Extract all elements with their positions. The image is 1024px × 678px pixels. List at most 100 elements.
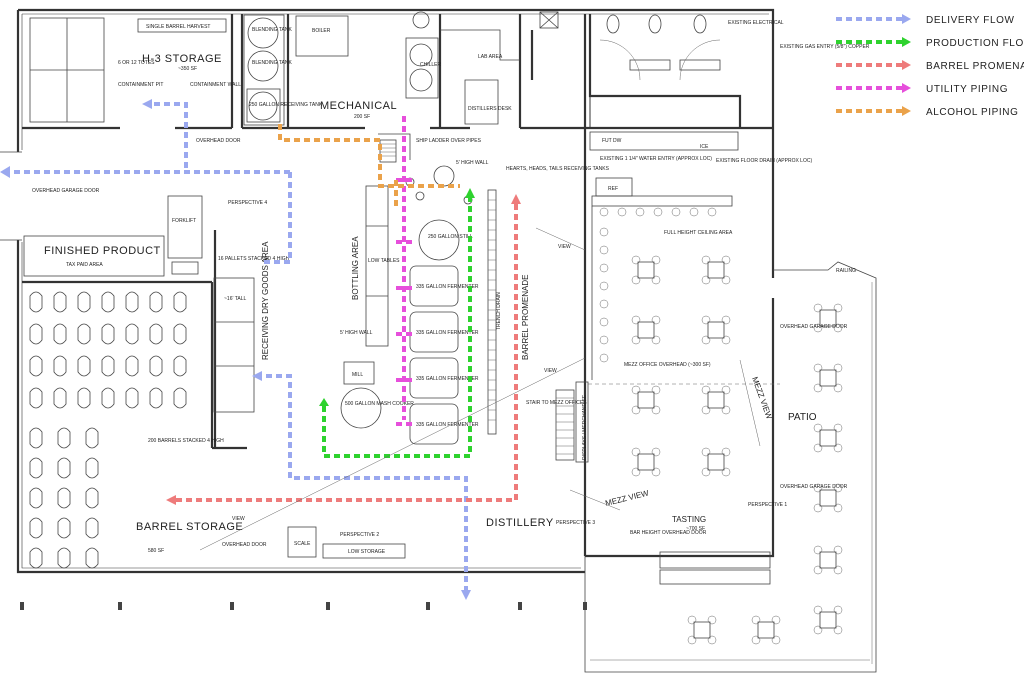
barrel-storage-label: BARREL STORAGE [136, 521, 243, 533]
column-mark [583, 602, 587, 610]
bar-stool [689, 207, 699, 217]
trench-drain-label: TRENCH DRAIN [496, 292, 502, 330]
bar-stool [599, 353, 609, 363]
barrel-symbol [29, 487, 43, 509]
barrel-symbol [149, 355, 163, 377]
low-tables-label: LOW TABLES [368, 258, 400, 264]
blending-tanks: BLENDING TANK BLENDING TANK 250 GALLON R… [243, 14, 323, 126]
barrel-symbol [53, 323, 67, 345]
barrel-symbol [149, 323, 163, 345]
tasting-area-label: ~700 SF [686, 526, 705, 532]
barrel-symbol [29, 387, 43, 409]
barrel-storage-labels: 200 BARRELS STACKED 4 HIGH BARREL STORAG… [136, 438, 406, 559]
table-symbol [813, 545, 843, 575]
table-symbol [631, 447, 661, 477]
forklift-label: FORKLIFT [172, 218, 196, 224]
barrel-symbol [173, 355, 187, 377]
hearts-heads-tails-label: HEARTS, HEADS, TAILS RECEIVING TANKS [506, 166, 610, 172]
bar-stool [599, 227, 609, 237]
barrel-symbol [101, 291, 115, 313]
mechanical-label: MECHANICAL [320, 100, 397, 112]
bar-stool [599, 281, 609, 291]
barrel-promenade-label: BARREL PROMENADE [521, 275, 530, 361]
barrel-symbol [125, 291, 139, 313]
blending-tank-1-label: BLENDING TANK [252, 27, 292, 33]
chiller-label: CHILLER [420, 62, 442, 68]
overhead-garage-door-west-label: OVERHEAD GARAGE DOOR [32, 188, 100, 194]
barrel-symbol [173, 323, 187, 345]
table-symbol [701, 385, 731, 415]
table-symbol [631, 385, 661, 415]
mash-cooker-label: 500 GALLON MASH COOKER [345, 401, 414, 407]
table-symbol [813, 363, 843, 393]
barrel-racks [29, 291, 187, 569]
barrel-symbol [29, 517, 43, 539]
barrel-symbol [85, 517, 99, 539]
barrel-symbol [57, 457, 71, 479]
barrel-symbol [101, 387, 115, 409]
tasting-label: TASTING [672, 515, 706, 524]
bar-stool [599, 317, 609, 327]
legend-item: PRODUCTION FLOW [836, 37, 1024, 49]
table-symbol [631, 315, 661, 345]
displays-label: DISPLAYS / MERCHANDISE [582, 394, 588, 460]
existing-floor-drain-label: EXISTING FLOOR DRAIN (APPROX LOC) [716, 158, 812, 164]
patio-label: PATIO [788, 412, 817, 423]
column-mark [20, 602, 24, 610]
still-label: 250 GALLON STILL [428, 234, 473, 240]
barrel-symbol [149, 291, 163, 313]
legend-label: BARREL PROMENADE [926, 61, 1024, 72]
distillery-equipment: SHIP LADDER OVER PIPES 5' HIGH WALL HEAR… [378, 133, 610, 529]
barrel-promenade-flow [166, 194, 521, 505]
receiving-tank-label: 250 GALLON RECEIVING TANK [249, 102, 323, 108]
bar-stool [671, 207, 681, 217]
lab-area-label: LAB AREA [478, 54, 503, 60]
single-barrel-harvest-label: SINGLE BARREL HARVEST [146, 24, 210, 30]
mezz-view-label-1: MEZZ VIEW [604, 488, 650, 508]
table-symbol [631, 255, 661, 285]
ref-label: REF [608, 186, 618, 192]
barrel-storage-area-label: 580 SF [148, 548, 164, 554]
low-storage-label: LOW STORAGE [348, 549, 386, 555]
bar-stool [599, 245, 609, 255]
bar-stool [653, 207, 663, 217]
alcohol-piping [278, 124, 460, 210]
barrel-symbol [101, 323, 115, 345]
legend-label: PRODUCTION FLOW [926, 38, 1024, 49]
column-marks [20, 602, 587, 610]
legend-item: DELIVERY FLOW [836, 14, 1015, 26]
mezz-office-label: MEZZ OFFICE OVERHEAD (~300 SF) [624, 362, 711, 368]
barrel-symbol [85, 487, 99, 509]
mechanical-room: BOILER CHILLER MECHANICAL 200 SF [295, 11, 442, 120]
mill-label: MILL [352, 372, 363, 378]
barrel-symbol [29, 457, 43, 479]
h3-area-label: ~350 SF [178, 66, 197, 72]
perspective-4-label: PERSPECTIVE 4 [228, 200, 267, 206]
barrel-symbol [77, 323, 91, 345]
barrel-symbol [77, 291, 91, 313]
restrooms: EXISTING ELECTRICAL EXISTING GAS ENTRY (… [539, 11, 870, 81]
legend-item: BARREL PROMENADE [836, 60, 1024, 72]
fermenter-2-label: 335 GALLON FERMENTER [416, 330, 479, 336]
mezz-view-label-2: MEZZ VIEW [750, 376, 774, 421]
barrel-symbol [173, 291, 187, 313]
full-height-ceiling-label: FULL HEIGHT CEILING AREA [664, 230, 733, 236]
perspective-1-label: PERSPECTIVE 1 [748, 502, 787, 508]
stair-to-mezz-label: STAIR TO MEZZ OFFICES [526, 400, 587, 406]
overhead-garage-door-east-1-label: OVERHEAD GARAGE DOOR [780, 324, 848, 330]
legend-item: ALCOHOL PIPING [836, 106, 1018, 118]
exterior-walls [16, 8, 775, 574]
barrel-symbol [125, 387, 139, 409]
production-flow [319, 188, 475, 458]
barrel-symbol [57, 427, 71, 449]
fermenter-3-label: 335 GALLON FERMENTER [416, 376, 479, 382]
bar-stool [707, 207, 717, 217]
bar-stool [599, 335, 609, 345]
legend: DELIVERY FLOW PRODUCTION FLOW BARREL PROME… [836, 14, 1024, 118]
barrel-symbol [57, 487, 71, 509]
legend-label: DELIVERY FLOW [926, 15, 1015, 26]
barrel-symbol [101, 355, 115, 377]
interior-walls [22, 14, 773, 556]
finished-product-label: FINISHED PRODUCT [44, 245, 161, 257]
barrels-stacked-label: 200 BARRELS STACKED 4 HIGH [148, 438, 224, 444]
